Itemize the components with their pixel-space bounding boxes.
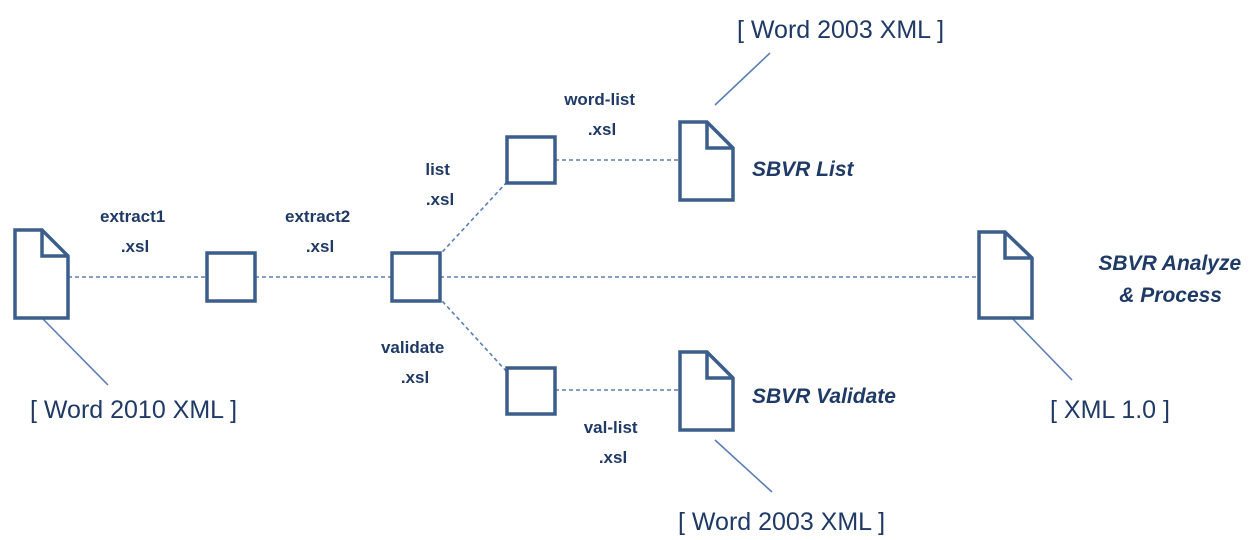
callouts [41,52,1073,493]
connectors [68,159,979,391]
callout-word2003-top [714,52,771,106]
label-extract2: extract2 .xsl [285,207,355,256]
label-sbvr-validate: SBVR Validate [752,385,896,408]
step-extract1-box [205,251,257,303]
step-validate-box [505,366,557,416]
document-sbvr-analyze-icon [977,230,1034,320]
label-extract1: extract1 .xsl [100,207,170,256]
label-sbvr-analyze: SBVR Analyze & Process [1098,252,1247,307]
callout-word2003-bottom [714,439,773,493]
connector-step2-to-validate-step [432,290,508,373]
document-sbvr-validate-icon [678,350,735,432]
callout-word2010 [41,317,109,386]
step-list-box [505,135,557,185]
label-word-list: word-list .xsl [563,90,640,139]
label-sbvr-list: SBVR List [752,158,855,181]
document-source-icon [13,228,70,320]
label-word2003-xml-top: [ Word 2003 XML ] [737,16,944,44]
callout-xml10 [1011,317,1073,381]
label-xml10: [ XML 1.0 ] [1050,396,1170,424]
document-sbvr-list-icon [678,120,735,202]
step-extract2-box [390,251,442,303]
label-word2003-xml-bottom: [ Word 2003 XML ] [678,508,885,536]
label-validate: validate .xsl [381,338,449,387]
label-word2010-xml: [ Word 2010 XML ] [30,396,237,424]
label-list: list .xsl [425,160,454,209]
label-val-list: val-list .xsl [584,418,643,467]
